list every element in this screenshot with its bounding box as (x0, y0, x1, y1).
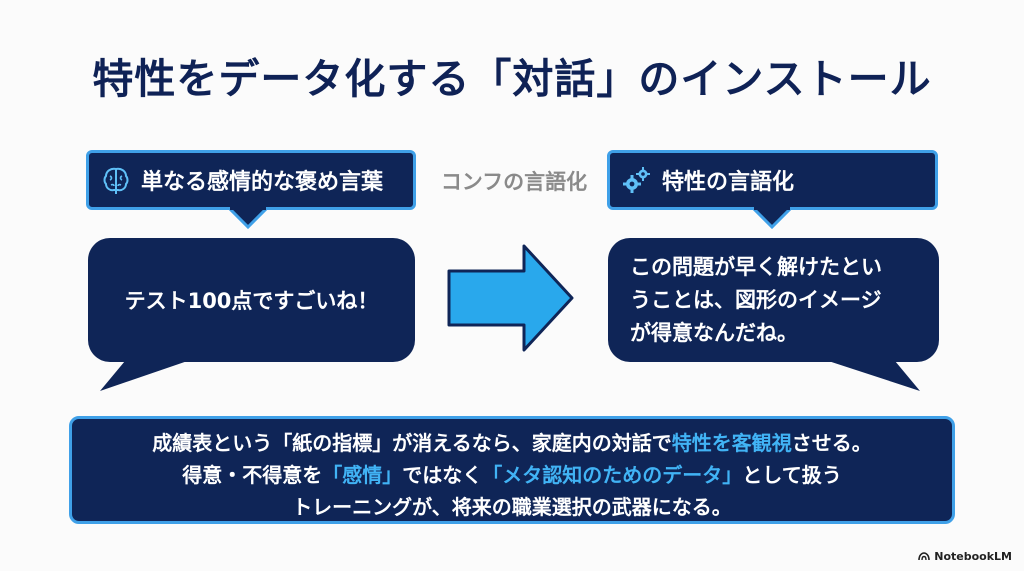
label-emotional-praise: 単なる感情的な褒め言葉 (86, 150, 416, 210)
page-title: 特性をデータ化する「対話」のインストール (92, 55, 932, 103)
brain-icon (99, 163, 133, 197)
bubble-right-line: うことは、図形のイメージ (630, 287, 882, 312)
summary-text: として扱う (742, 463, 842, 487)
summary-text: 成績表という「紙の指標」が消えるなら、家庭内の対話で (152, 431, 672, 455)
right-arrow-icon (447, 244, 574, 352)
brand-name: NotebookLM (934, 550, 1012, 563)
bubble-right-line: この問題が早く解けたとい (630, 254, 882, 279)
bubble-right-text: この問題が早く解けたとい うことは、図形のイメージ が得意なんだね。 (630, 251, 882, 350)
summary-box: 成績表という「紙の指標」が消えるなら、家庭内の対話で特性を客観視させる。 得意・… (69, 416, 955, 524)
label-left-pointer (228, 207, 268, 229)
label-right-pointer (752, 207, 792, 229)
summary-highlight: 「メタ認知のためのデータ」 (482, 463, 743, 487)
summary-line-1: 成績表という「紙の指標」が消えるなら、家庭内の対話で特性を客観視させる。 (72, 427, 952, 459)
bubble-left-tail (100, 355, 205, 391)
middle-label: コンフの言語化 (440, 170, 588, 194)
summary-text: ではなく (402, 463, 483, 487)
notebooklm-logo-icon (918, 552, 931, 561)
brand-watermark: NotebookLM (918, 550, 1012, 563)
summary-line-3: トレーニングが、将来の職業選択の武器になる。 (292, 495, 732, 519)
summary-text: させる。 (791, 431, 872, 455)
summary-highlight: 「感情」 (322, 463, 403, 487)
bubble-right-tail (810, 355, 920, 391)
label-left-text: 単なる感情的な褒め言葉 (141, 170, 384, 195)
speech-bubble-left: テスト100点ですごいね！ (88, 238, 415, 362)
label-trait-verbalization: 特性の言語化 (607, 150, 938, 210)
label-right-text: 特性の言語化 (662, 170, 795, 195)
bubble-left-text: テスト100点ですごいね！ (124, 289, 379, 313)
bubble-right-line: が得意なんだね。 (630, 320, 798, 345)
summary-text: 得意・不得意を (182, 463, 323, 487)
summary-line-2: 得意・不得意を「感情」ではなく「メタ認知のためのデータ」として扱う (72, 459, 952, 491)
summary-highlight: 特性を客観視 (671, 431, 792, 455)
gears-icon (620, 163, 654, 197)
speech-bubble-right: この問題が早く解けたとい うことは、図形のイメージ が得意なんだね。 (608, 238, 939, 362)
